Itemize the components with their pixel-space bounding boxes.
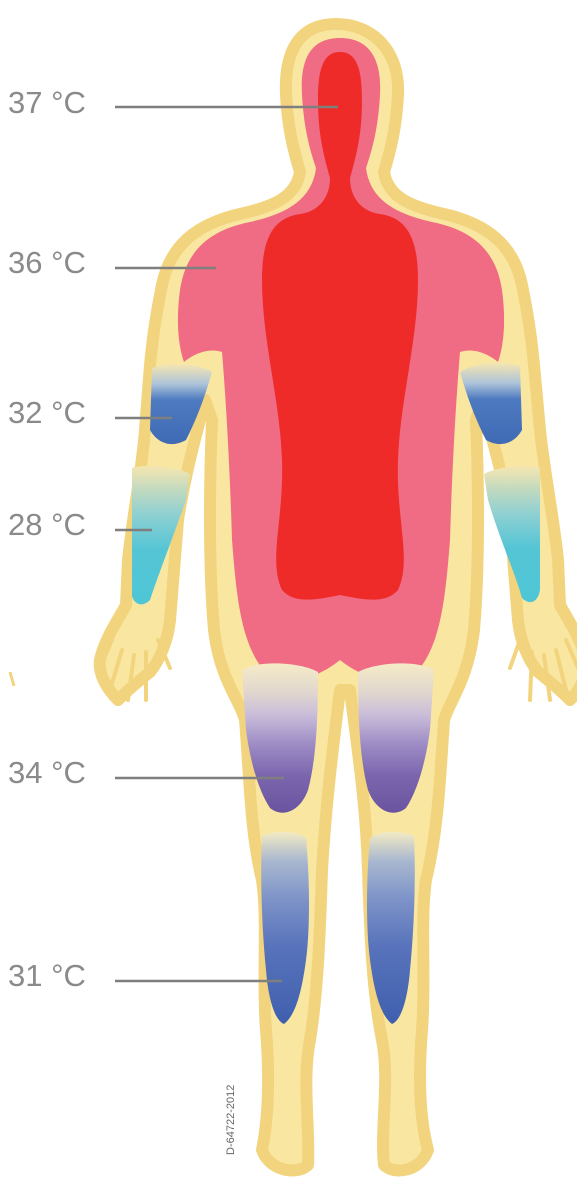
label-calf: 31 °C <box>8 958 282 993</box>
label-head-text: 37 °C <box>8 85 86 120</box>
label-forearm-text: 28 °C <box>8 507 86 542</box>
label-torso-text: 36 °C <box>8 245 86 280</box>
edge-mark <box>10 672 14 686</box>
figure-code: D-64722-2012 <box>225 1085 237 1155</box>
label-thigh-text: 34 °C <box>8 755 86 790</box>
label-calf-text: 31 °C <box>8 958 86 993</box>
label-upper-arm-text: 32 °C <box>8 395 86 430</box>
